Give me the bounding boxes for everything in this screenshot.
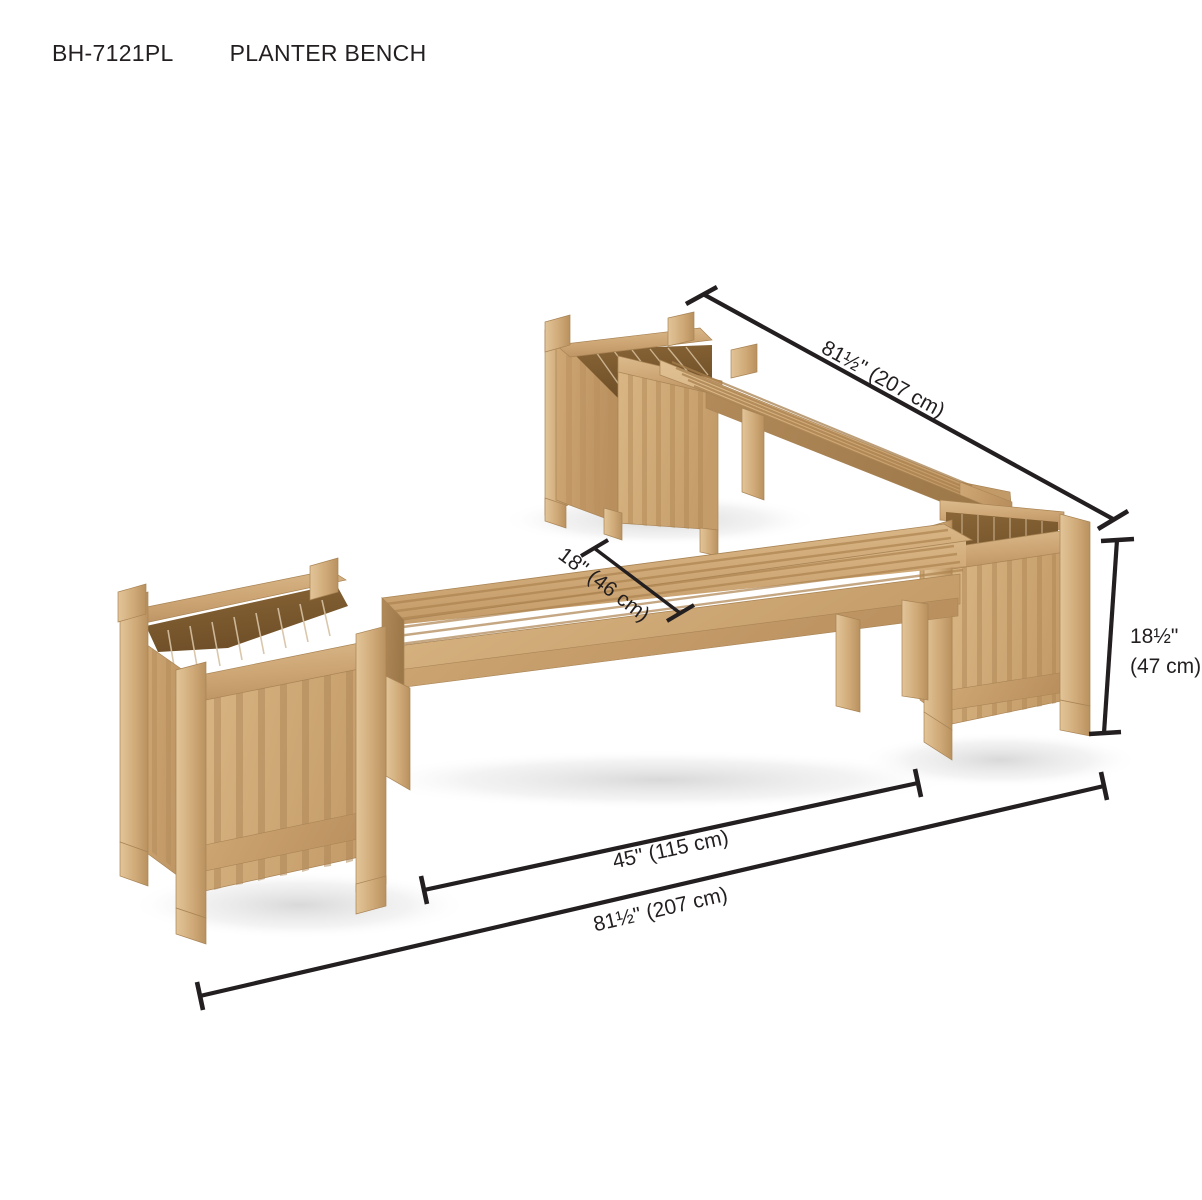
dimension-label-height-line2: (47 cm)	[1130, 655, 1201, 678]
dimension-label-rear-length: 81½" (207 cm)	[818, 336, 949, 422]
dimension-label-height-line1: 18½"	[1130, 625, 1178, 648]
left-planter-box	[117, 557, 387, 945]
rear-bench-assembly	[544, 311, 1013, 557]
rear-box-left-slats	[566, 355, 612, 521]
left-box-front-slats	[214, 647, 374, 890]
page-title: PLANTER BENCH	[229, 40, 427, 66]
right-planter-box	[919, 499, 1091, 761]
title-block: BH-7121PL PLANTER BENCH	[52, 40, 427, 67]
dimension-label-clear-length: 45" (115 cm)	[611, 826, 731, 873]
rear-box-front-slats	[628, 372, 703, 530]
front-seat-slat-gaps	[385, 528, 964, 646]
dimension-seat-height: 18½" (47 cm)	[1088, 536, 1201, 737]
front-bench-seat	[381, 523, 974, 791]
product-sku: BH-7121PL	[52, 40, 174, 66]
right-box-front-slats	[962, 542, 1056, 722]
left-box-inner-slats	[167, 599, 331, 679]
rear-planter-box	[544, 311, 723, 557]
